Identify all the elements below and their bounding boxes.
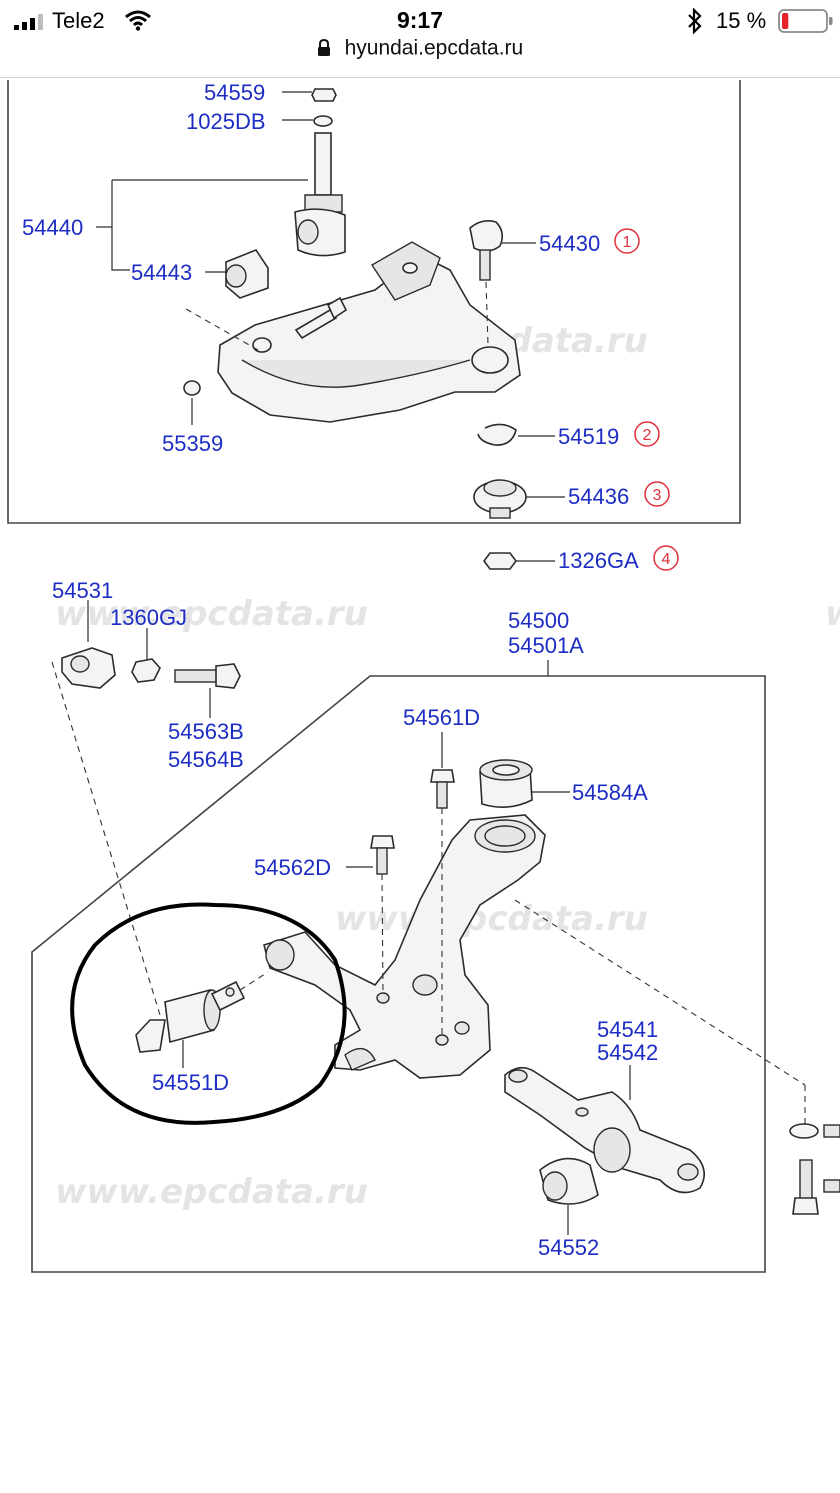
label-1025DB[interactable]: 1025DB <box>186 109 266 134</box>
nut-1326GA <box>483 552 517 570</box>
ref-marker-4: 4 <box>653 545 679 571</box>
upper-control-arm <box>217 241 521 423</box>
label-54559[interactable]: 54559 <box>204 80 265 105</box>
label-54440[interactable]: 54440 <box>22 215 83 240</box>
snap-ring-54519 <box>477 423 517 446</box>
parts-diagram: www.epcdata.ru www.epcdata.ru www.epcdat… <box>7 80 840 1273</box>
label-54542[interactable]: 54542 <box>597 1040 658 1065</box>
nut-55359 <box>183 380 201 396</box>
nut-1360GJ <box>131 658 161 683</box>
label-55359[interactable]: 55359 <box>162 431 223 456</box>
svg-text:3: 3 <box>653 487 662 504</box>
dust-cover-54436 <box>473 479 527 519</box>
bushing-54584A <box>479 759 533 808</box>
watermark-middle-left: www.epcdata.ru <box>55 594 368 634</box>
washer-1025DB <box>313 115 333 127</box>
bracket-54541 <box>504 1066 706 1194</box>
label-54551D[interactable]: 54551D <box>152 1070 229 1095</box>
label-54561D[interactable]: 54561D <box>403 705 480 730</box>
label-54541[interactable]: 54541 <box>597 1017 658 1042</box>
label-54443[interactable]: 54443 <box>131 260 192 285</box>
upper-arm-frame <box>7 80 741 524</box>
label-54430[interactable]: 54430 <box>539 231 600 256</box>
bolt-54440 <box>294 132 346 257</box>
label-1360GJ[interactable]: 1360GJ <box>110 605 187 630</box>
lock-icon <box>317 39 330 57</box>
watermark-middle-right: www.epcdata.ru <box>825 594 840 634</box>
bushing-54552 <box>539 1157 599 1205</box>
clock-time: 9:17 <box>396 7 444 33</box>
bolt-right-edge <box>792 1159 840 1215</box>
label-54584A[interactable]: 54584A <box>572 780 648 805</box>
url-text: hyundai.epcdata.ru <box>344 36 524 60</box>
ref-marker-3: 3 <box>644 481 670 507</box>
watermark-lower-left: www.epcdata.ru <box>55 1172 368 1212</box>
label-54519[interactable]: 54519 <box>558 424 619 449</box>
hand-drawn-highlight-circle <box>70 902 347 1125</box>
label-54501A[interactable]: 54501A <box>508 633 584 658</box>
label-54563B[interactable]: 54563B <box>168 719 244 744</box>
ball-joint-54430 <box>469 220 504 281</box>
lower-arm-frame <box>31 675 766 1273</box>
ref-marker-1: 1 <box>614 228 640 254</box>
bolt-54561D <box>430 769 455 809</box>
wifi-icon <box>125 10 151 31</box>
nut-54559 <box>311 88 337 102</box>
label-54552[interactable]: 54552 <box>538 1235 599 1260</box>
address-bar-divider <box>0 77 840 78</box>
label-1326GA[interactable]: 1326GA <box>558 548 639 573</box>
battery-percent: 15 % <box>716 8 767 33</box>
battery-icon <box>778 9 833 33</box>
bolt-upper <box>294 296 348 340</box>
watermark-lower-center: www.epcdata.ru <box>335 899 648 939</box>
bluetooth-icon <box>688 8 702 34</box>
label-54531[interactable]: 54531 <box>52 578 113 603</box>
svg-text:4: 4 <box>662 551 671 568</box>
label-54564B[interactable]: 54564B <box>168 747 244 772</box>
bolt-54563B <box>174 663 241 689</box>
label-54562D[interactable]: 54562D <box>254 855 331 880</box>
label-54436[interactable]: 54436 <box>568 484 629 509</box>
signal-icon <box>14 14 43 30</box>
label-54500[interactable]: 54500 <box>508 608 569 633</box>
bracket-54531 <box>61 647 116 689</box>
bushing-54551D <box>135 980 246 1053</box>
svg-text:2: 2 <box>643 427 652 444</box>
address-bar[interactable]: hyundai.epcdata.ru <box>0 36 840 74</box>
status-bar: Tele2 9:17 15 % <box>0 0 840 44</box>
carrier-name: Tele2 <box>52 8 105 33</box>
bolt-54562D <box>370 835 395 875</box>
lower-control-arm <box>263 814 546 1079</box>
ref-marker-2: 2 <box>634 421 660 447</box>
washer-right-edge <box>789 1123 840 1139</box>
svg-text:1: 1 <box>623 234 632 251</box>
bushing-54443 <box>225 249 269 299</box>
